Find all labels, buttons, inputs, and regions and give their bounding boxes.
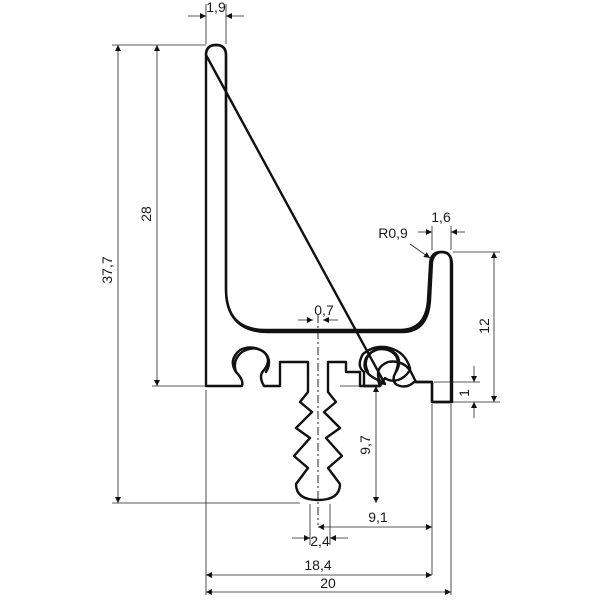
dim-lip-thickness: 1,6 [431, 209, 451, 225]
profile-outline [204, 43, 454, 502]
dim-barb-width: 2,4 [310, 533, 330, 549]
dim-radius: R0,9 [378, 225, 408, 241]
extension-lines [112, 4, 500, 595]
dim-barb-offset: 9,1 [368, 509, 388, 525]
dim-lip-height: 12 [476, 318, 492, 334]
dim-total-width: 20 [320, 575, 336, 591]
dim-total-height: 37,7 [99, 256, 115, 283]
dim-inner-height: 28 [138, 206, 154, 222]
dim-top-wall-thickness: 1,9 [206, 0, 226, 15]
dim-step: 1 [456, 389, 472, 397]
dimension-labels: 1,9 37,7 28 R0,9 1,6 12 1 0,7 9,7 9,1 2,… [99, 0, 492, 591]
dim-barb-height: 9,7 [357, 435, 373, 455]
dim-inner-width: 18,4 [304, 557, 331, 573]
dimension-lines [115, 13, 497, 595]
dim-slot-width: 0,7 [314, 302, 334, 318]
